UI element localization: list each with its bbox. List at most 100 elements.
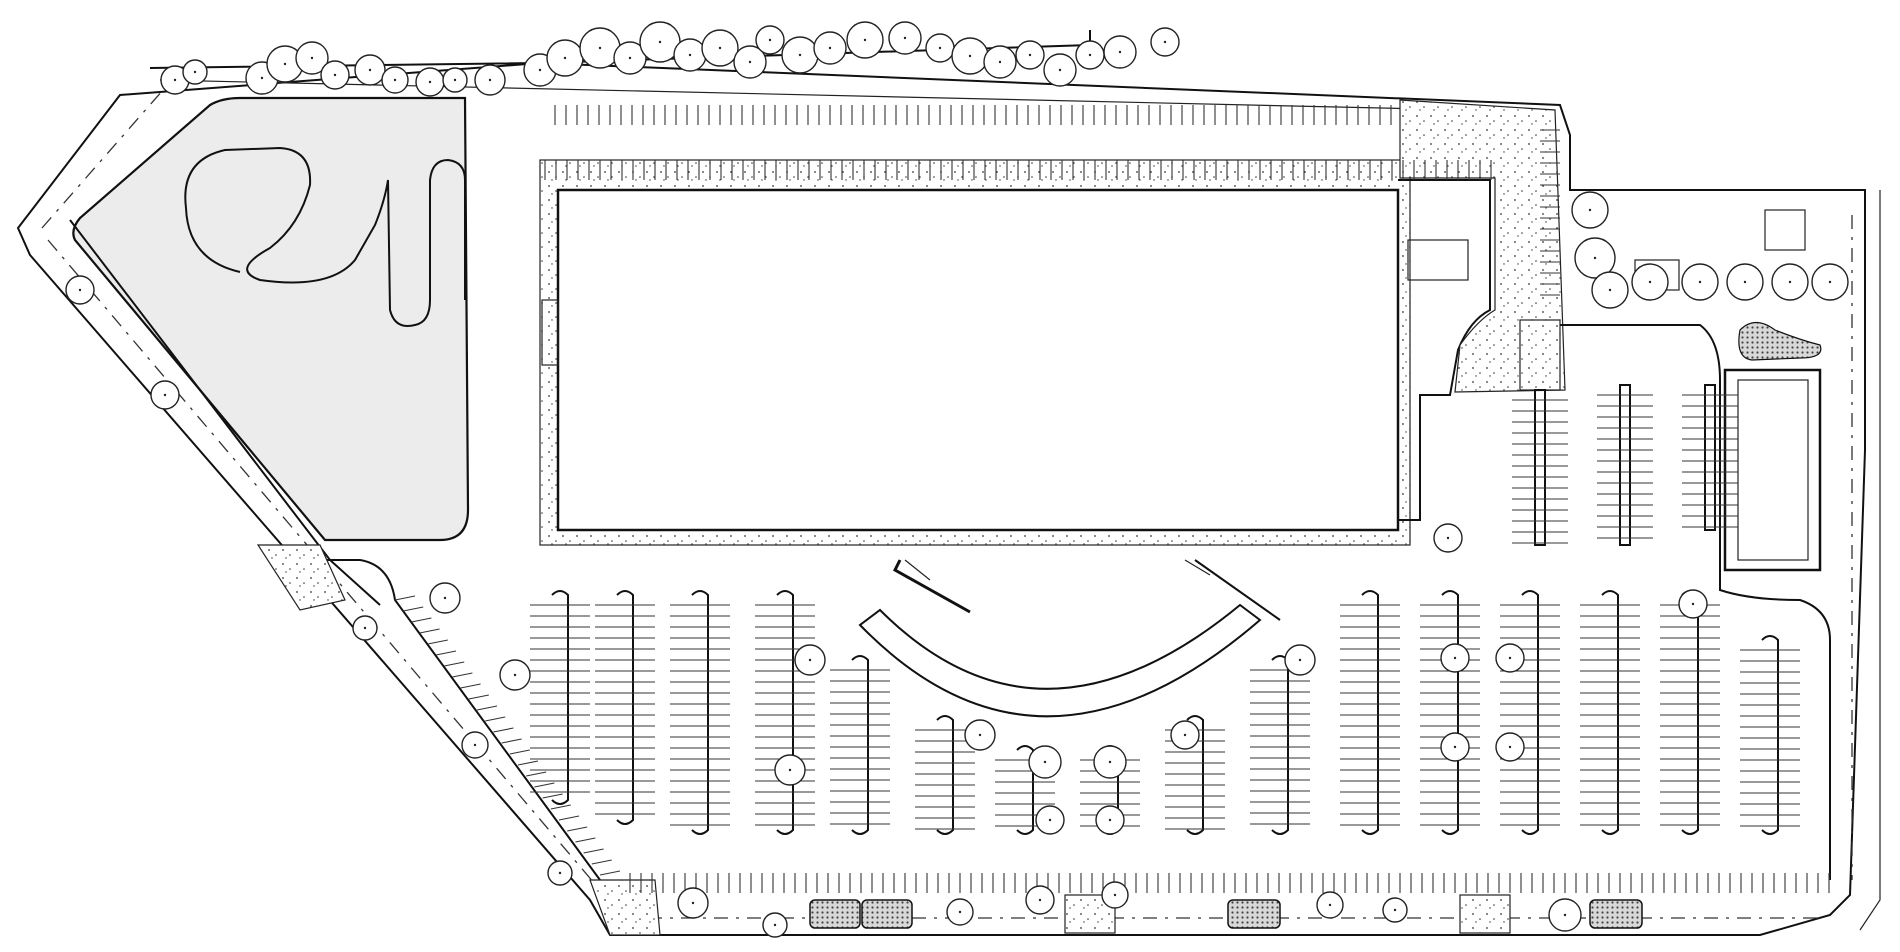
tree-trunk-mark: [1048, 818, 1052, 822]
tree-trunk-mark: [903, 36, 907, 40]
tree-trunk-mark: [1108, 818, 1112, 822]
tree-trunk-mark: [1508, 656, 1512, 660]
tree-trunk-mark: [163, 393, 167, 397]
parking-island: [1704, 384, 1716, 531]
parking-island: [1619, 384, 1631, 546]
tree-trunk-mark: [310, 56, 314, 60]
parking-stall: [591, 859, 612, 865]
tree-trunk-mark: [768, 38, 772, 42]
landscape-trees: [65, 21, 1849, 938]
tree-trunk-mark: [598, 46, 602, 50]
parking-stall: [485, 716, 506, 722]
parking-stall: [501, 738, 522, 744]
tree-trunk-mark: [513, 673, 517, 677]
parking-stall: [542, 793, 563, 799]
parking-stall: [517, 760, 539, 766]
tree-trunk-mark: [473, 743, 477, 747]
tree-trunk-mark: [428, 80, 432, 84]
parking-stall: [460, 683, 481, 689]
parking-stall: [411, 617, 432, 623]
tree-trunk-mark: [488, 78, 492, 82]
tree-trunk-mark: [563, 56, 567, 60]
tree-trunk-mark: [1446, 536, 1450, 540]
secondary-building: [1519, 209, 1831, 880]
parking-island: [1016, 745, 1034, 835]
tree-trunk-mark: [1828, 280, 1832, 284]
tree-trunk-mark: [173, 78, 177, 82]
tree-trunk-mark: [1328, 903, 1332, 907]
tree-trunk-mark: [1453, 656, 1457, 660]
parking-stall: [509, 749, 530, 755]
parking-stall: [558, 815, 580, 821]
main-building: [539, 99, 1566, 546]
tree-trunk-mark: [1088, 53, 1092, 57]
planters: [809, 894, 1643, 934]
detention-pond: [72, 96, 470, 542]
parking-stall: [419, 628, 440, 634]
parking-stall: [599, 870, 621, 876]
tree-trunk-mark: [1508, 745, 1512, 749]
parking-island: [1441, 590, 1459, 835]
parking-stall: [452, 672, 473, 678]
parking-island: [936, 715, 954, 835]
tree-trunk-mark: [1691, 602, 1695, 606]
tree-trunk-mark: [798, 53, 802, 57]
tree-trunk-mark: [1588, 208, 1592, 212]
parking-island: [1521, 590, 1539, 835]
tree-trunk-mark: [968, 54, 972, 58]
tree-trunk-mark: [283, 62, 287, 66]
tree-trunk-mark: [1788, 280, 1792, 284]
parking-island: [776, 590, 794, 835]
tree-trunk-mark: [1393, 908, 1397, 912]
tree-trunk-mark: [658, 40, 662, 44]
parking-stall: [403, 606, 424, 612]
parking-stall: [444, 661, 465, 667]
tree-trunk-mark: [1163, 40, 1167, 44]
parking-island: [851, 655, 869, 835]
tree-trunk-mark: [443, 596, 447, 600]
tree-trunk-mark: [628, 56, 632, 60]
tree-trunk-mark: [1028, 53, 1032, 57]
tree-trunk-mark: [333, 73, 337, 77]
tree-trunk-mark: [193, 70, 197, 74]
tree-trunk-mark: [1298, 658, 1302, 662]
parking-stall: [567, 826, 588, 832]
tree-trunk-mark: [691, 901, 695, 905]
tree-trunk-mark: [558, 871, 562, 875]
parking-stall: [575, 837, 596, 843]
tree-trunk-mark: [393, 78, 397, 82]
parking-stall: [534, 782, 555, 788]
parking-island: [1534, 389, 1546, 546]
tree-trunk-mark: [998, 60, 1002, 64]
parking-stall: [427, 639, 448, 645]
tree-trunk-mark: [788, 768, 792, 772]
perimeter-stalls: [394, 105, 1830, 893]
parking-island: [616, 590, 634, 825]
parking-stall: [476, 705, 498, 711]
tree-trunk-mark: [260, 76, 264, 80]
tree-trunk-mark: [828, 46, 832, 50]
tree-trunk-mark: [1593, 256, 1597, 260]
parking-island: [1361, 590, 1379, 835]
tree-trunk-mark: [1698, 280, 1702, 284]
tree-trunk-mark: [718, 46, 722, 50]
tree-trunk-mark: [748, 60, 752, 64]
parking-island: [1601, 590, 1619, 835]
tree-trunk-mark: [863, 38, 867, 42]
parking-island: [551, 590, 569, 805]
tree-trunk-mark: [773, 923, 777, 927]
tree-trunk-mark: [1743, 280, 1747, 284]
parking-stall: [526, 771, 547, 777]
parking-island: [1186, 715, 1204, 835]
diagonal-buffer: [69, 219, 661, 936]
parking-stall: [583, 848, 604, 854]
tree-trunk-mark: [1563, 913, 1567, 917]
parking-stall: [435, 650, 457, 656]
tree-trunk-mark: [938, 46, 942, 50]
tree-trunk-mark: [1113, 893, 1117, 897]
parking-stall: [468, 694, 489, 700]
tree-trunk-mark: [453, 78, 457, 82]
parking-island: [1761, 635, 1779, 835]
tree-trunk-mark: [1043, 760, 1047, 764]
